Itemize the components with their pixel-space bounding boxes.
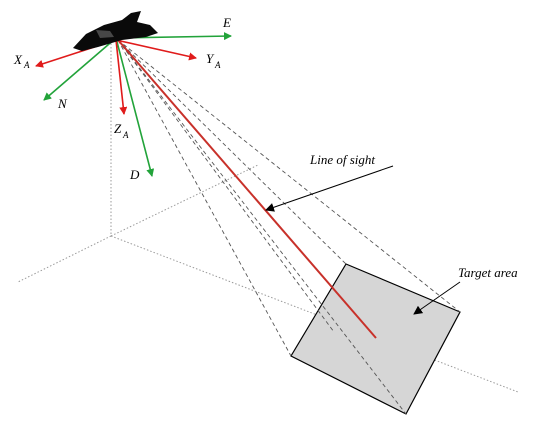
- ground-reference: [17, 40, 519, 393]
- x-axis-label: X A: [13, 52, 30, 70]
- y-axis-arrow: [115, 39, 197, 61]
- z-axis-subscript: A: [122, 130, 129, 140]
- target-area: [290, 263, 461, 415]
- x-axis-letter: X: [13, 52, 23, 67]
- ground-line-to-target: [110, 235, 519, 393]
- line-of-sight: [117, 39, 377, 339]
- projection-line: [117, 39, 407, 415]
- projection-line: [117, 39, 335, 333]
- y-axis-letter: Y: [206, 51, 215, 66]
- fighter-jet-icon: [73, 11, 158, 51]
- z-axis-label: Z A: [114, 121, 129, 140]
- north-axis-arrow: [43, 37, 117, 101]
- line-of-sight-pointer: [265, 165, 394, 212]
- line-of-sight-label: Line of sight: [309, 152, 375, 167]
- projection-line: [117, 39, 461, 313]
- projection-line: [117, 39, 347, 265]
- y-axis-subscript: A: [214, 60, 221, 70]
- north-label: N: [57, 96, 68, 111]
- z-axis-arrow: [115, 39, 128, 115]
- projection-line: [117, 39, 292, 357]
- ground-line-to-left: [17, 235, 112, 283]
- z-axis-letter: Z: [114, 121, 122, 136]
- sensor-footprint-lines: [117, 39, 461, 415]
- down-label: D: [129, 167, 140, 182]
- target-area-label: Target area: [458, 265, 518, 280]
- x-axis-subscript: A: [23, 60, 30, 70]
- y-axis-label: Y A: [206, 51, 221, 70]
- target-area-pointer: [413, 281, 461, 315]
- ground-line-to-back: [110, 164, 259, 237]
- east-label: E: [222, 15, 231, 30]
- down-axis-arrow: [115, 37, 155, 177]
